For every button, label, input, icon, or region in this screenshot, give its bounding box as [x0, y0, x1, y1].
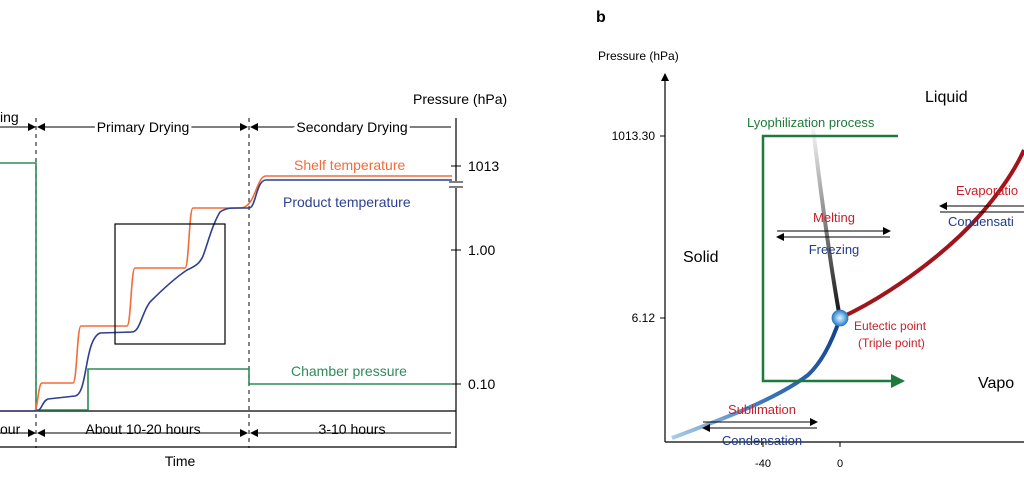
panel-b-letter: b	[596, 9, 606, 26]
liquid-region-label: Liquid	[925, 89, 968, 106]
axis-break-icon	[449, 181, 463, 188]
panel-a: ing Primary Drying Secondary Drying Pres…	[0, 91, 507, 469]
pressure-axis-title-b: Pressure (hPa)	[598, 49, 679, 63]
product-temperature-curve	[0, 179, 452, 412]
pressure-tick-label-1013: 1013	[468, 158, 499, 174]
freezing-phase-label: ing	[0, 109, 19, 125]
eutectic-point-marker	[831, 309, 849, 327]
sublimation-curve	[671, 317, 842, 440]
lyophilization-process-label: Lyophilization process	[747, 115, 875, 130]
primary-duration-label: About 10-20 hours	[85, 421, 200, 437]
secondary-phase-label: Secondary Drying	[296, 119, 407, 135]
freezing-label: Freezing	[809, 242, 860, 257]
zoom-box	[114, 223, 226, 345]
freezing-duration-label: our	[0, 421, 21, 437]
panel-b: b Pressure (hPa) 1013.30 6.12 -40 0 Soli…	[596, 9, 1024, 470]
melting-curve	[810, 119, 842, 319]
pressure-tick-label-0-1: 0.10	[468, 376, 495, 392]
vapor-region-label: Vapo	[978, 375, 1014, 392]
pressure-axis-title: Pressure (hPa)	[413, 91, 507, 107]
time-axis-label: Time	[165, 453, 196, 469]
sublimation-label: Sublimation	[728, 402, 796, 417]
chamber-pressure-label: Chamber pressure	[291, 363, 407, 379]
x-tick-label-minus40: -40	[755, 458, 771, 470]
pressure-tick-label-1: 1.00	[468, 242, 495, 258]
triple-point-label: (Triple point)	[858, 336, 925, 350]
chamber-pressure-curve	[0, 162, 452, 411]
x-tick-label-0: 0	[837, 458, 843, 470]
evaporation-label: Evaporatio	[956, 183, 1018, 198]
condensation-vapor-label: Condensati	[948, 214, 1014, 229]
shelf-temperature-label: Shelf temperature	[294, 157, 405, 173]
eutectic-point-label: Eutectic point	[854, 319, 927, 333]
y-tick-label-1013: 1013.30	[612, 129, 656, 143]
condensation-solid-label: Condensation	[722, 433, 802, 448]
vaporization-curve	[839, 149, 1024, 320]
y-tick-label-6: 6.12	[632, 311, 656, 325]
lyophilization-process-path	[761, 134, 905, 388]
secondary-duration-label: 3-10 hours	[319, 421, 386, 437]
solid-region-label: Solid	[683, 249, 719, 266]
melting-label: Melting	[813, 210, 855, 225]
primary-phase-label: Primary Drying	[97, 119, 190, 135]
product-temperature-label: Product temperature	[283, 194, 411, 210]
